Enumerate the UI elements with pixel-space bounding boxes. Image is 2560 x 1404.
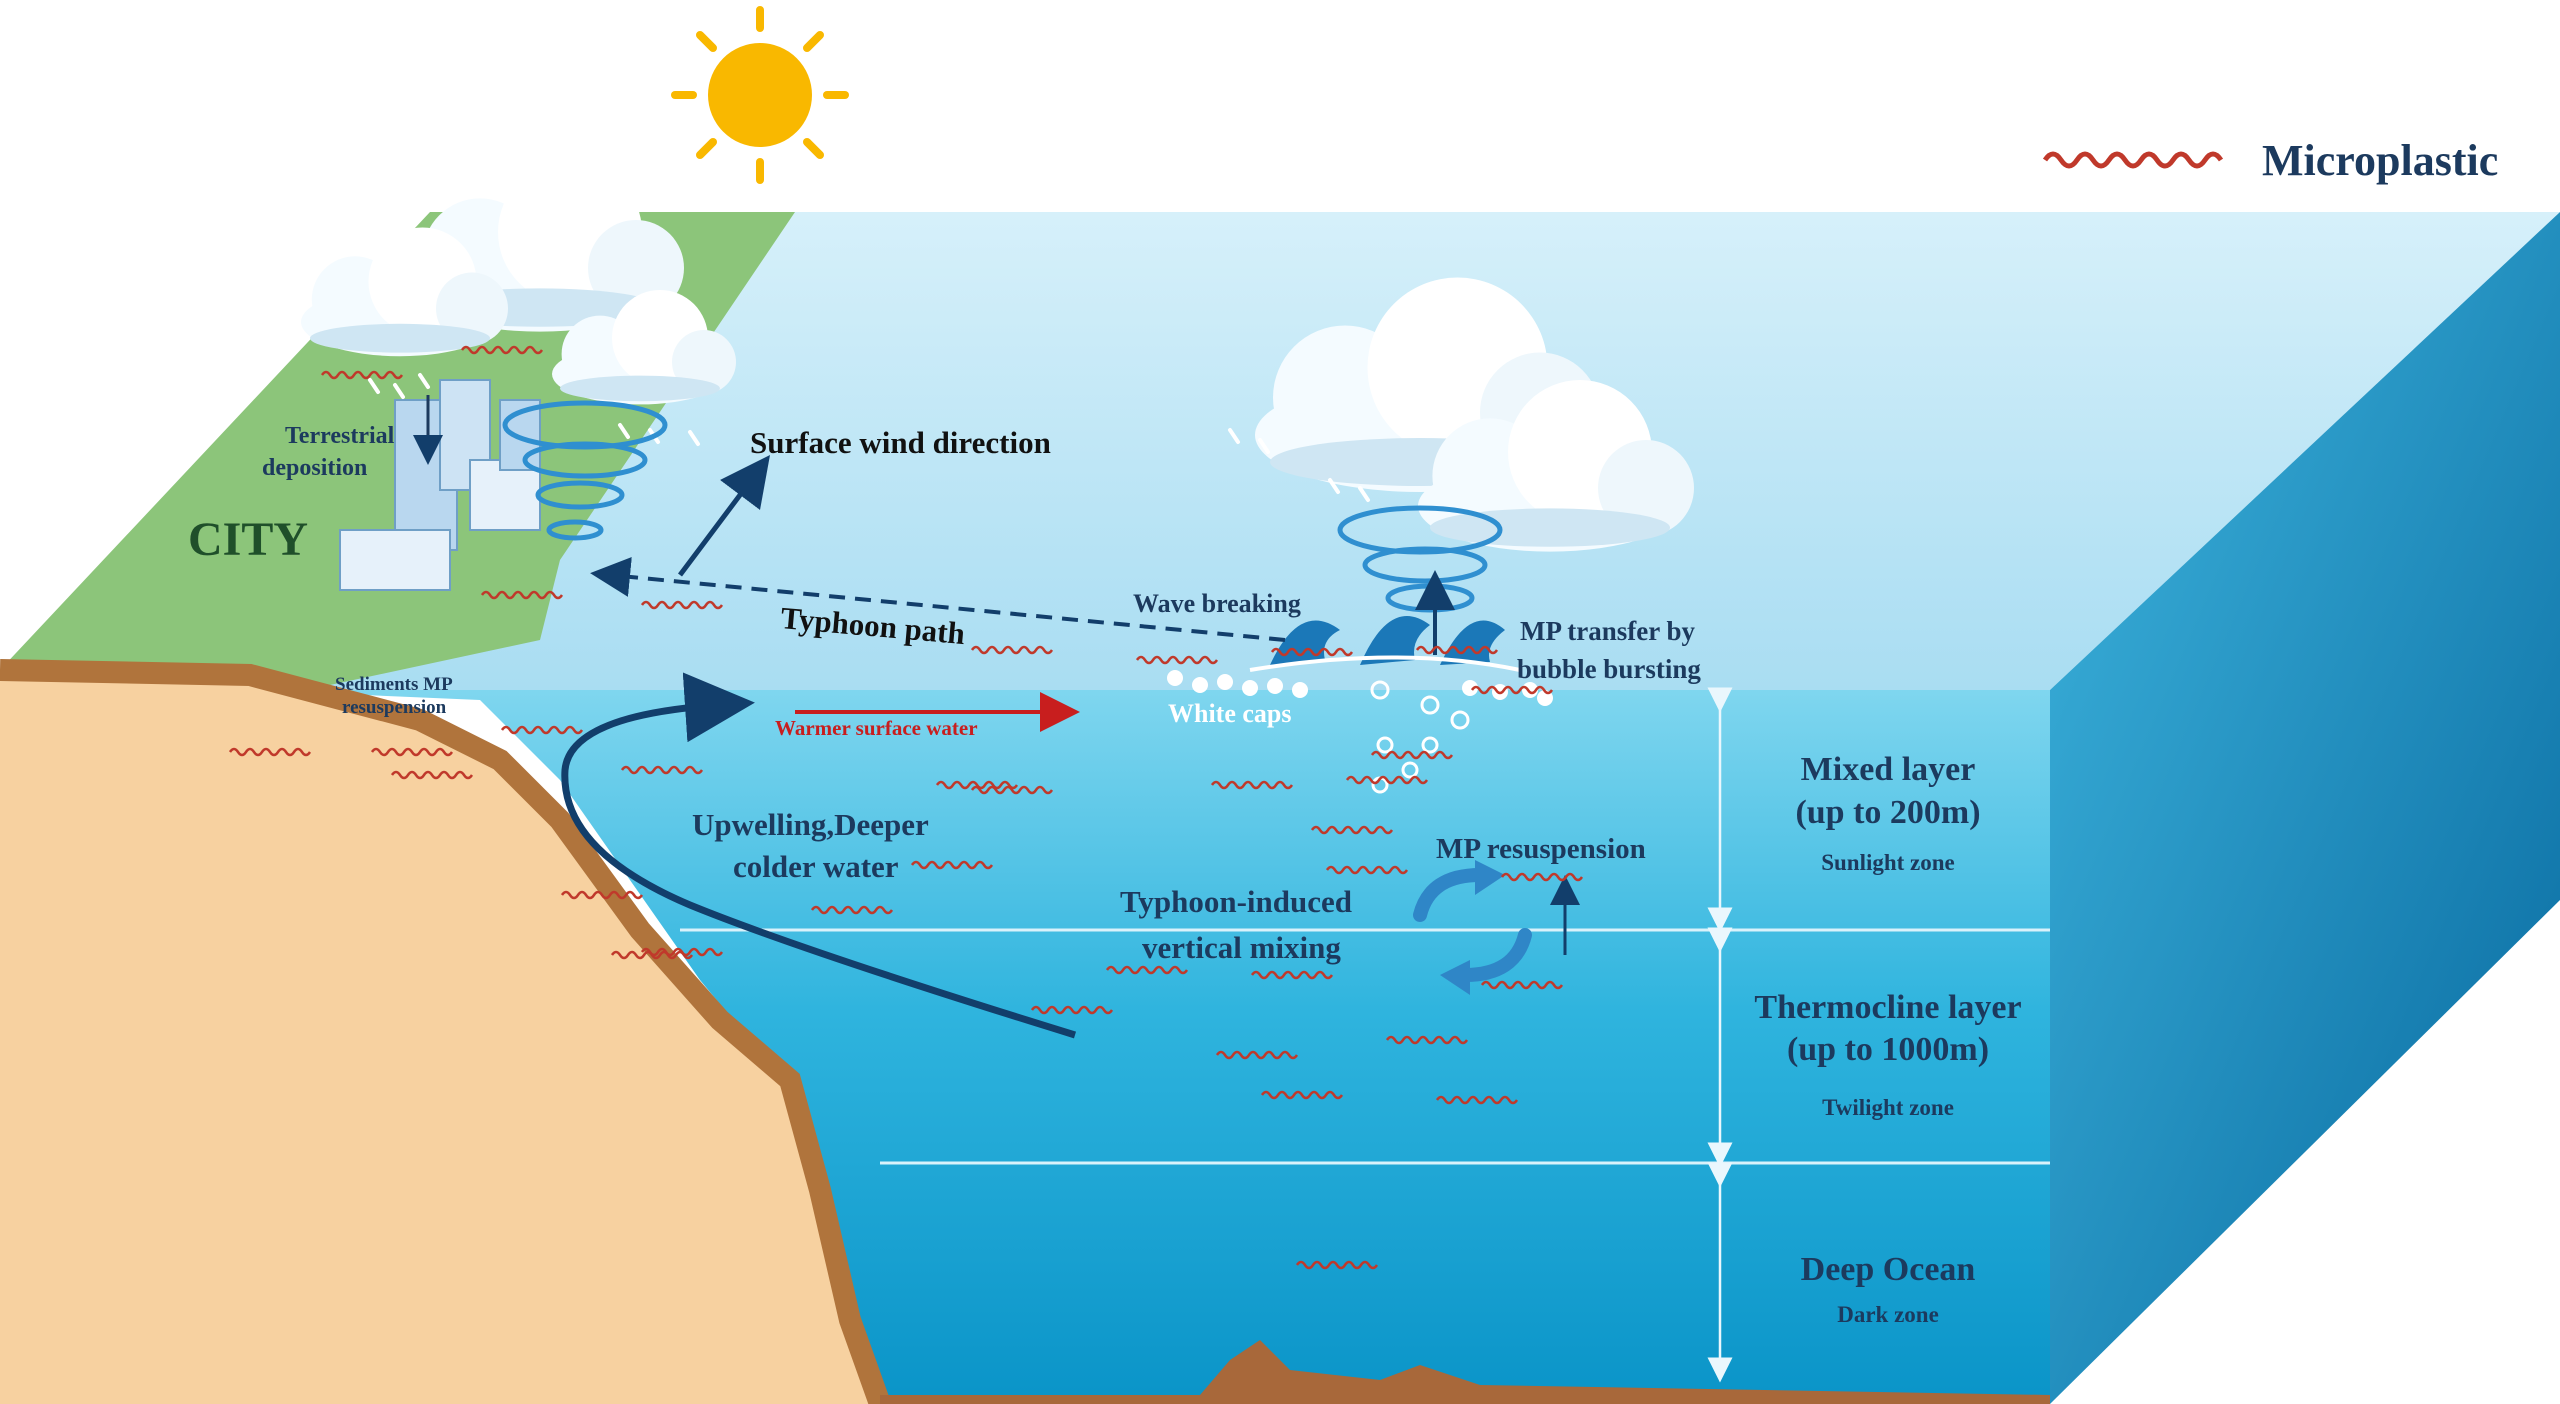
microplastic-particle [1295, 1260, 1379, 1270]
microplastic-particle [1135, 655, 1219, 665]
microplastic-particle [1105, 965, 1189, 975]
deep-ocean-zone: Dark zone [1837, 1302, 1939, 1327]
coastal-cliff [0, 670, 880, 1404]
mixed-layer-zone: Sunlight zone [1821, 850, 1955, 875]
wave-breaking-label: Wave breaking [1133, 589, 1301, 618]
thermocline-layer-name: Thermocline layer [1754, 989, 2021, 1026]
typhoon-path-arrow [590, 557, 1286, 642]
microplastic-particle [970, 785, 1054, 795]
sediments-label-1: Sediments MP [335, 674, 453, 695]
warmer-surface-label: Warmer surface water [775, 716, 978, 740]
microplastic-particles [228, 345, 1584, 1270]
city-label: CITY [188, 513, 308, 566]
microplastic-particle [228, 747, 312, 757]
microplastic-particle [1370, 750, 1454, 760]
legend-label: Microplastic [2262, 136, 2498, 185]
ocean-floor [880, 1340, 2050, 1404]
surface-wind-arrow [678, 455, 770, 577]
microplastic-particle [1385, 1035, 1469, 1045]
microplastic-particle [1215, 1050, 1299, 1060]
microplastic-particle [810, 905, 894, 915]
vertical-mixing-label-2: vertical mixing [1142, 930, 1341, 965]
ocean-body [250, 690, 2050, 1404]
sun-icon [671, 6, 849, 184]
deep-ocean-name: Deep Ocean [1801, 1251, 1976, 1288]
microplastic-particle [640, 947, 724, 957]
microplastic-particle [320, 370, 404, 380]
city-buildings-icon [339, 379, 541, 591]
terrestrial-label-2: deposition [262, 455, 367, 481]
upwelling-label-2: colder water [733, 849, 899, 884]
white-caps-label: White caps [1168, 699, 1292, 728]
microplastic-particle [1470, 685, 1554, 695]
microplastic-particle [560, 890, 644, 900]
microplastic-particle [390, 770, 474, 780]
microplastic-particle [935, 780, 1019, 790]
land-typhoon-icon [502, 400, 668, 541]
microplastic-particle [620, 765, 704, 775]
vertical-mixing-label-1: Typhoon-induced [1120, 884, 1352, 919]
microplastic-particle [1260, 1090, 1344, 1100]
mixed-layer-depth: (up to 200m) [1795, 794, 1980, 831]
terrestrial-label-1: Terrestrial [285, 423, 395, 449]
sediments-label-2: resuspension [342, 697, 447, 718]
vertical-mixing-icon [1413, 868, 1532, 982]
microplastic-particle [640, 600, 724, 610]
microplastic-particle [1500, 872, 1584, 882]
thermocline-layer-zone: Twilight zone [1822, 1095, 1954, 1120]
mp-resuspension-label: MP resuspension [1436, 833, 1646, 865]
thermocline-layer-depth: (up to 1000m) [1787, 1031, 1989, 1068]
microplastic-particle [1270, 647, 1354, 657]
microplastic-particle [1250, 970, 1334, 980]
microplastic-particle [480, 590, 564, 600]
microplastic-particle [910, 860, 994, 870]
microplastic-particle [970, 645, 1054, 655]
microplastic-wave-icon [2042, 151, 2224, 169]
microplastic-particle [1345, 775, 1429, 785]
upwelling-label-1: Upwelling,Deeper [692, 807, 929, 842]
surface-wind-label: Surface wind direction [750, 425, 1051, 460]
microplastic-particle [1435, 1095, 1519, 1105]
microplastic-particle [1310, 825, 1394, 835]
microplastic-particle [460, 345, 544, 355]
microplastic-particle [1030, 1005, 1114, 1015]
microplastic-particle [500, 725, 584, 735]
mixed-layer-name: Mixed layer [1801, 751, 1976, 788]
microplastic-particle [1415, 645, 1499, 655]
microplastic-particle [370, 747, 454, 757]
mp-transfer-label-1: MP transfer by [1520, 616, 1695, 646]
microplastic-particle [1210, 780, 1294, 790]
microplastic-particle [1325, 865, 1409, 875]
cliff-edge [0, 659, 891, 1404]
ocean-side-face [2050, 212, 2560, 1404]
mp-transfer-label-2: bubble bursting [1517, 654, 1701, 684]
microplastic-particle [1480, 980, 1564, 990]
upwelling-arrow [561, 672, 1077, 1039]
